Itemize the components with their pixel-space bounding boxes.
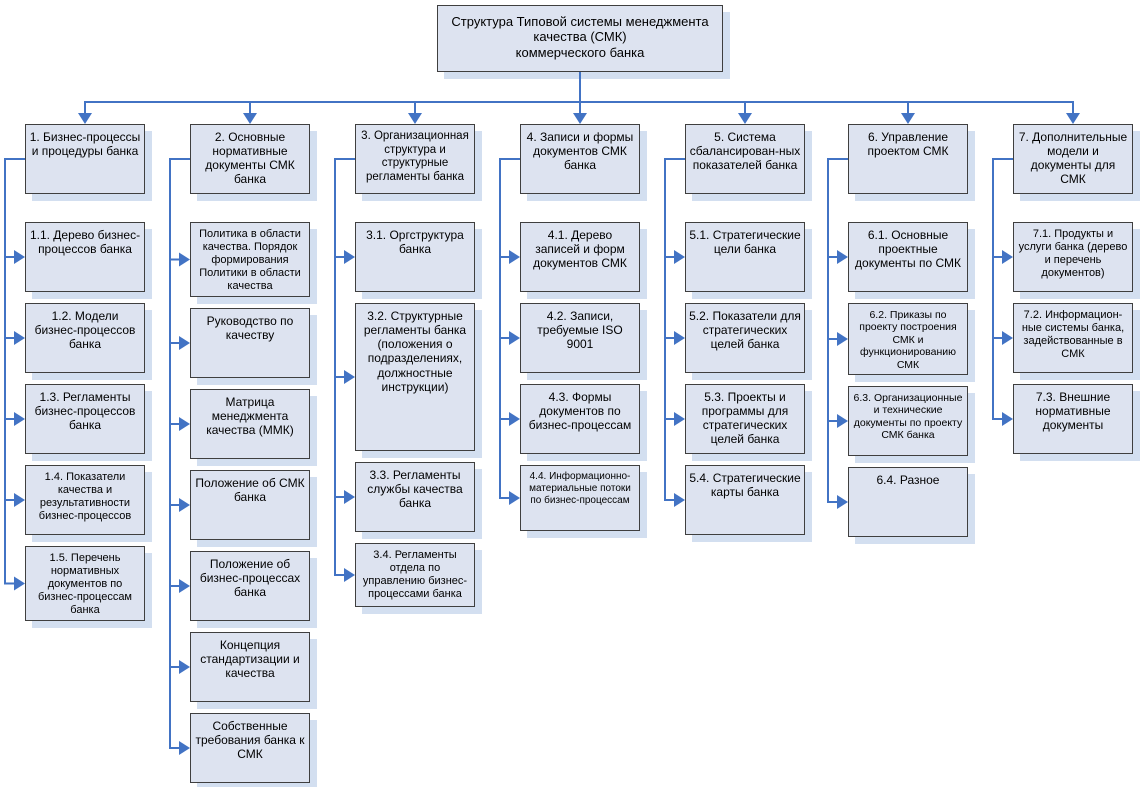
column-4-header: 4. Записи и формы документов СМК банка <box>520 124 640 194</box>
node-2-7: Собственные требования банка к СМК <box>190 712 310 783</box>
trunk-line <box>4 158 25 584</box>
arrowhead-icon <box>509 250 520 264</box>
node-4-3: 4.3. Формы документов по бизнес-процесса… <box>520 384 640 454</box>
arrowhead-icon <box>344 490 355 504</box>
arrowhead-icon <box>837 332 848 346</box>
arrowhead-icon <box>179 660 190 674</box>
arrowhead-icon <box>179 741 190 755</box>
arrowhead-icon <box>901 113 915 124</box>
column-6: 6. Управление проектом СМК 6.1. Основные … <box>848 124 968 548</box>
arrowhead-icon <box>1066 113 1080 124</box>
column-1-header: 1. Бизнес-процессы и процедуры банка <box>25 124 145 194</box>
trunk-line <box>664 158 685 500</box>
node-5-1: 5.1. Стратегические цели банка <box>685 222 805 292</box>
node-2-6: Концепция стандартизации и качества <box>190 631 310 702</box>
node-6-2: 6.2. Приказы по проекту построения СМК и… <box>848 303 968 375</box>
arrowhead-icon <box>14 576 25 591</box>
arrowhead-icon <box>674 493 685 507</box>
node-6-1: 6.1. Основные проектные документы по СМК <box>848 222 968 292</box>
node-7-2: 7.2. Информацион-ные системы банка, заде… <box>1013 303 1133 373</box>
node-1-2: 1.2. Модели бизнес-процессов банка <box>25 303 145 373</box>
node-3-3: 3.3. Регламенты службы качества банка <box>355 462 475 532</box>
arrowhead-icon <box>243 113 257 124</box>
arrowhead-icon <box>1002 412 1013 426</box>
arrowhead-icon <box>78 113 92 124</box>
node-6-3: 6.3. Организационные и технические докум… <box>848 385 968 456</box>
arrowhead-icon <box>1002 250 1013 264</box>
node-2-5: Положение об бизнес-процессах банка <box>190 550 310 621</box>
arrowhead-icon <box>509 412 520 426</box>
arrowhead-icon <box>837 495 848 509</box>
arrowhead-icon <box>738 113 752 124</box>
arrowhead-icon <box>573 113 587 124</box>
arrowhead-icon <box>837 250 848 264</box>
node-5-2: 5.2. Показатели для стратегических целей… <box>685 303 805 373</box>
node-7-1: 7.1. Продукты и услуги банка (дерево и п… <box>1013 222 1133 292</box>
node-2-2: Руководство по качеству <box>190 307 310 378</box>
trunk-line <box>992 158 1013 419</box>
column-7: 7. Дополнительные модели и документы для… <box>1013 124 1133 465</box>
column-2: 2. Основные нормативные документы СМК ба… <box>190 124 310 787</box>
node-4-4: 4.4. Информационно-материальные потоки п… <box>520 465 640 531</box>
arrowhead-icon <box>674 250 685 264</box>
column-4: 4. Записи и формы документов СМК банка 4.… <box>520 124 640 542</box>
node-1-3: 1.3. Регламенты бизнес-процессов банка <box>25 384 145 454</box>
node-5-4: 5.4. Стратегические карты банка <box>685 465 805 535</box>
trunk-line <box>169 158 190 748</box>
node-3-1: 3.1. Оргструктура банка <box>355 222 475 292</box>
arrowhead-icon <box>509 491 520 505</box>
arrowhead-icon <box>14 250 25 264</box>
node-1-5: 1.5. Перечень нормативных документов по … <box>25 546 145 621</box>
trunk-line <box>499 158 520 498</box>
column-5-header: 5. Система сбалансирован-ных показателей… <box>685 124 805 194</box>
node-2-1: Политика в области качества. Порядок фор… <box>190 222 310 297</box>
arrowhead-icon <box>837 414 848 428</box>
arrowhead-icon <box>179 579 190 593</box>
column-1: 1. Бизнес-процессы и процедуры банка 1.1.… <box>25 124 145 632</box>
arrowhead-icon <box>408 113 422 124</box>
arrowhead-icon <box>14 493 25 507</box>
arrowhead-icon <box>179 252 190 267</box>
node-1-1: 1.1. Дерево бизнес-процессов банка <box>25 222 145 292</box>
node-7-3: 7.3. Внешние нормативные документы <box>1013 384 1133 454</box>
arrowhead-icon <box>509 331 520 345</box>
arrowhead-icon <box>674 331 685 345</box>
node-3-2: 3.2. Структурные регламенты банка (полож… <box>355 303 475 451</box>
node-4-1: 4.1. Дерево записей и форм документов СМ… <box>520 222 640 292</box>
column-3: 3. Организационная структура и структурн… <box>355 124 475 618</box>
column-5: 5. Система сбалансирован-ных показателей… <box>685 124 805 546</box>
column-6-header: 6. Управление проектом СМК <box>848 124 968 194</box>
arrowhead-icon <box>1002 331 1013 345</box>
arrowhead-icon <box>14 331 25 345</box>
column-2-header: 2. Основные нормативные документы СМК ба… <box>190 124 310 194</box>
arrowhead-icon <box>179 336 190 350</box>
trunk-line <box>334 158 355 575</box>
node-1-4: 1.4. Показатели качества и результативно… <box>25 465 145 535</box>
trunk-line <box>827 158 848 502</box>
arrowhead-icon <box>344 568 355 582</box>
arrowhead-icon <box>179 417 190 431</box>
node-2-4: Положение об СМК банка <box>190 469 310 540</box>
column-3-header: 3. Организационная структура и структурн… <box>355 124 475 194</box>
arrowhead-icon <box>14 412 25 426</box>
node-2-3: Матрица менеджмента качества (ММК) <box>190 388 310 459</box>
node-6-4: 6.4. Разное <box>848 466 968 537</box>
column-7-header: 7. Дополнительные модели и документы для… <box>1013 124 1133 194</box>
arrowhead-icon <box>344 250 355 264</box>
arrowhead-icon <box>344 370 355 384</box>
chart-title-box: Структура Типовой системы менеджмента ка… <box>437 5 723 72</box>
node-5-3: 5.3. Проекты и программы для стратегичес… <box>685 384 805 454</box>
node-3-4: 3.4. Регламенты отдела по управлению биз… <box>355 543 475 607</box>
node-4-2: 4.2. Записи, требуемые ISO 9001 <box>520 303 640 373</box>
arrowhead-icon <box>179 498 190 512</box>
arrowhead-icon <box>674 412 685 426</box>
